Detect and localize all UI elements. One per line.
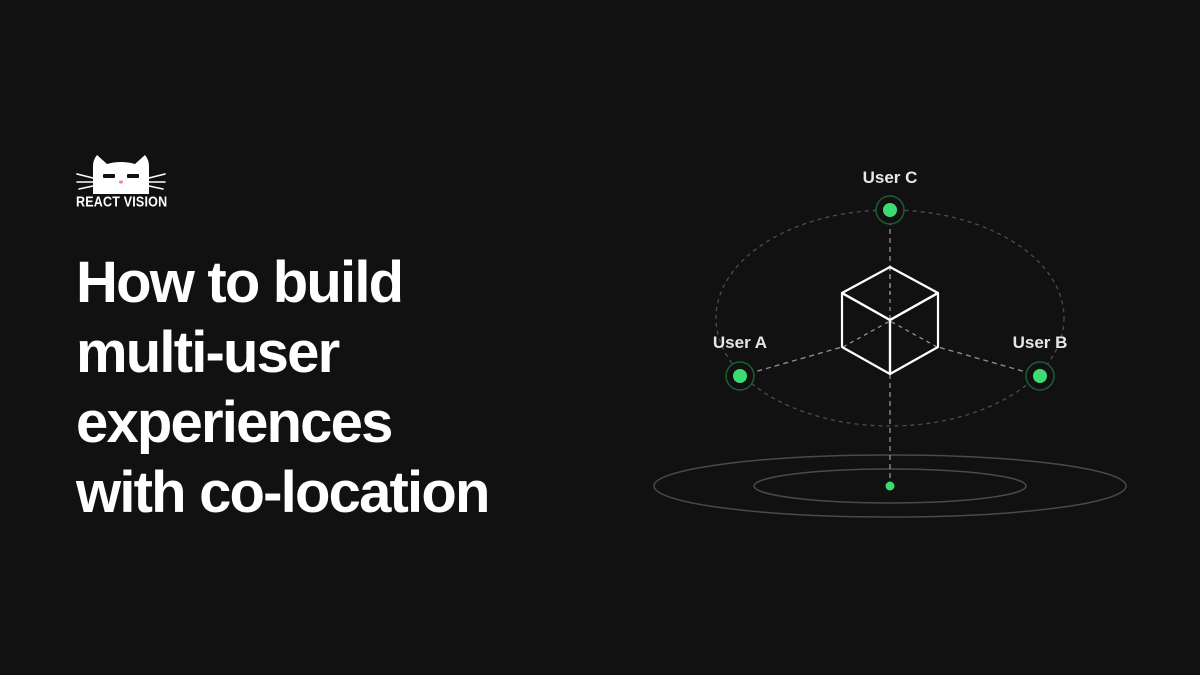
- user-b-marker: [1025, 361, 1055, 391]
- co-location-diagram: User C User A User B: [653, 168, 1127, 518]
- headline-line-1: How to build: [76, 250, 404, 315]
- headline-line-3: experiences: [76, 390, 393, 455]
- user-a-marker: [725, 361, 755, 391]
- headline-line-2: multi-user: [76, 320, 340, 385]
- user-c-label: User C: [863, 168, 918, 187]
- user-b-label: User B: [1013, 333, 1068, 352]
- cat-head-icon: [76, 155, 166, 194]
- cube-icon: [840, 265, 940, 376]
- brand-name: REACT VISION: [76, 194, 168, 211]
- headline: How to build multi-user experiences with…: [76, 248, 596, 528]
- user-c-marker: [875, 195, 905, 225]
- user-a-label: User A: [713, 333, 767, 352]
- brand-logo: [75, 152, 167, 212]
- headline-line-4: with co-location: [76, 460, 490, 525]
- ground-anchor-dot: [885, 481, 895, 491]
